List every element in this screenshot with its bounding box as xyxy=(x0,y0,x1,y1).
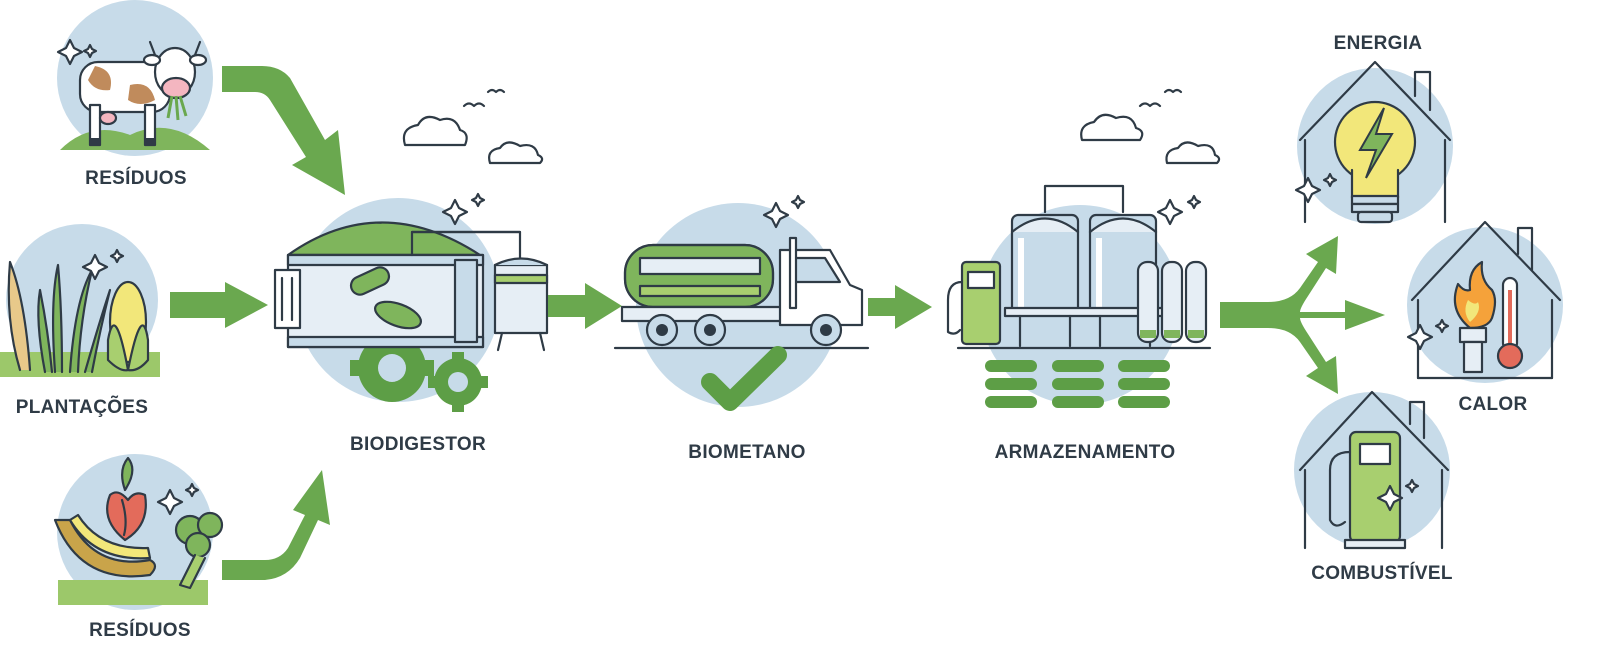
checkmark-icon xyxy=(701,346,787,411)
cow-icon xyxy=(56,0,213,156)
food-waste-icon xyxy=(53,454,224,610)
arrow-input-middle xyxy=(170,282,268,328)
lightbulb-icon xyxy=(1294,60,1453,224)
tanker-truck-icon xyxy=(613,194,870,407)
biodigester-icon xyxy=(273,192,549,412)
cloud-icon xyxy=(402,115,544,165)
label-residuos-bottom: RESÍDUOS xyxy=(89,620,191,641)
flame-icon xyxy=(1406,220,1563,383)
label-armazenamento: ARMAZENAMENTO xyxy=(994,442,1176,463)
arrow-to-armazenamento xyxy=(868,285,932,329)
label-biodigestor: BIODIGESTOR xyxy=(350,434,486,455)
arrow-to-biometano xyxy=(548,283,622,329)
arrow-split-outputs xyxy=(1220,236,1385,394)
arrow-input-bottom xyxy=(222,470,330,580)
bird-icon xyxy=(1138,88,1183,108)
label-biometano: BIOMETANO xyxy=(688,442,806,463)
label-energia: ENERGIA xyxy=(1333,33,1423,54)
storage-tanks-icon xyxy=(946,184,1212,408)
label-residuos-top: RESÍDUOS xyxy=(85,168,187,189)
bird-icon xyxy=(462,88,506,108)
plants-icon xyxy=(0,224,160,377)
label-combustivel: COMBUSTÍVEL xyxy=(1311,563,1453,584)
label-calor: CALOR xyxy=(1458,394,1528,415)
label-plantacoes: PLANTAÇÕES xyxy=(15,397,149,418)
arrow-input-top xyxy=(222,66,345,195)
fuel-pump-icon xyxy=(1294,390,1450,550)
cloud-icon xyxy=(1080,113,1221,165)
